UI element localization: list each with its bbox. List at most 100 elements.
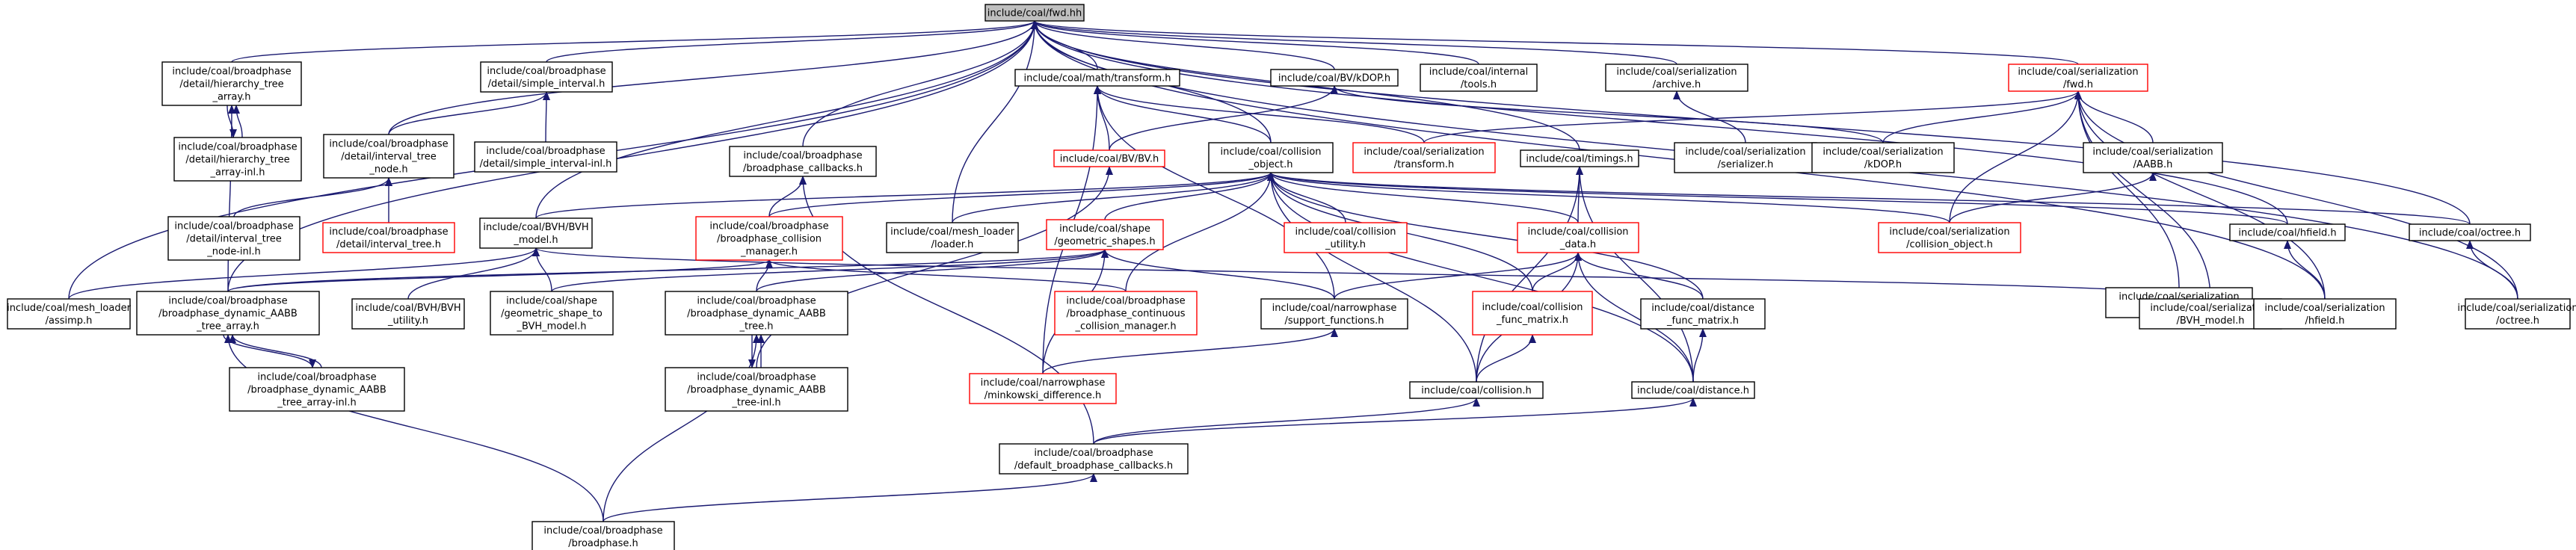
node-label-line: include/coal/narrowphase (981, 377, 1106, 389)
edge-bv-bv-to-math-transform (1094, 85, 1110, 151)
edge-hfield-to-collision-object (1267, 172, 2288, 225)
node-label-line: include/coal/BVH/BVH (355, 303, 460, 314)
node-hier-tree-array[interactable]: include/coal/broadphase/detail/hierarchy… (161, 61, 302, 106)
node-bvh-utility[interactable]: include/coal/BVH/BVH_utility.h (351, 298, 465, 330)
node-box (490, 291, 614, 336)
edge-support-functions-to-collision-data (1334, 252, 1582, 300)
edge-broadphase-h-to-default-bp-callbacks (603, 473, 1097, 522)
node-shape-to-bvh[interactable]: include/coal/shape/geometric_shape_to_BV… (490, 291, 614, 336)
node-minkowski[interactable]: include/coal/narrowphase/minkowski_diffe… (969, 373, 1117, 404)
node-simple-interval[interactable]: include/coal/broadphase/detail/simple_in… (480, 61, 613, 93)
edge-ser-hfield-to-hfield (2284, 240, 2326, 300)
node-mesh-assimp[interactable]: include/coal/mesh_loader/assimp.h (7, 298, 132, 330)
edge-default-bp-callbacks-to-distance-h (1093, 398, 1697, 445)
node-broadphase-h[interactable]: include/coal/broadphase/broadphase.h (531, 521, 675, 550)
node-box (1270, 69, 1399, 87)
node-math-transform[interactable]: include/coal/math/transform.h (1014, 69, 1180, 87)
node-box (1631, 381, 1755, 399)
node-ser-transform[interactable]: include/coal/serialization/transform.h (1352, 142, 1496, 173)
node-box (1811, 142, 1955, 173)
node-box (161, 61, 302, 106)
node-ser-serializer[interactable]: include/coal/serialization/serializer.h (1674, 142, 1817, 173)
node-bp-dyn-aabb-tree-array-inl[interactable]: include/coal/broadphase/broadphase_dynam… (229, 367, 405, 412)
node-timings[interactable]: include/coal/timings.h (1520, 149, 1639, 167)
edge-collision-h-to-collision-object (1267, 172, 1477, 383)
node-bvh-model[interactable]: include/coal/BVH/BVH_model.h (479, 217, 593, 249)
edge-bp-dyn-aabb-tree-array-inl-to-bp-dyn-aabb-tree-array (229, 334, 322, 368)
node-ser-archive[interactable]: include/coal/serialization/archive.h (1605, 64, 1748, 92)
node-ser-hfield[interactable]: include/coal/serialization/hfield.h (2253, 298, 2397, 330)
node-label-line: include/coal/broadphase (1034, 448, 1153, 459)
node-label-line: _model.h (513, 235, 558, 246)
node-label-line: include/coal/broadphase (329, 139, 448, 150)
nodes-layer: include/coal/fwd.hh include/coal/broadpha… (7, 4, 2576, 550)
node-box (969, 373, 1117, 404)
node-label-line: include/coal/broadphase (1066, 296, 1185, 307)
node-box (1640, 298, 1766, 330)
node-support-functions[interactable]: include/coal/narrowphase/support_functio… (1260, 298, 1408, 330)
node-label-line: include/coal/BV/BV.h (1060, 154, 1159, 165)
node-label-line: include/coal/mesh_loader (7, 303, 131, 314)
node-bv-bv[interactable]: include/coal/BV/BV.h (1053, 149, 1165, 167)
node-box (1674, 142, 1817, 173)
edges-layer (68, 20, 2518, 522)
edge-bp-callbacks-to-root (802, 20, 1038, 147)
node-collision-func-matrix[interactable]: include/coal/collision_func_matrix.h (1472, 291, 1593, 336)
node-label-line: include/coal/shape (1059, 223, 1150, 235)
node-ser-kdop[interactable]: include/coal/serialization/kDOP.h (1811, 142, 1955, 173)
node-collision-h[interactable]: include/coal/collision.h (1409, 381, 1544, 399)
node-collision-utility[interactable]: include/coal/collision_utility.h (1284, 222, 1408, 253)
node-collision-data[interactable]: include/coal/collision_data.h (1517, 222, 1639, 253)
node-distance-h[interactable]: include/coal/distance.h (1631, 381, 1755, 399)
node-label-line: /broadphase_collision (717, 234, 822, 245)
edge-bvh-utility-to-bvh-model (407, 247, 540, 300)
node-bp-dyn-aabb-tree[interactable]: include/coal/broadphase/broadphase_dynam… (665, 291, 848, 336)
node-bp-dyn-aabb-tree-inl[interactable]: include/coal/broadphase/broadphase_dynam… (665, 367, 848, 412)
node-box (2253, 298, 2397, 330)
edge-mesh-loader-to-root (952, 20, 1038, 223)
node-ser-octree[interactable]: include/coal/serialization/octree.h (2457, 298, 2576, 330)
edge-shape-to-bvh-to-shape-geometric (551, 249, 1109, 292)
node-collision-object[interactable]: include/coal/collision_object.h (1208, 142, 1334, 173)
edge-collision-h-to-collision-func-matrix (1476, 334, 1536, 383)
node-ser-fwd[interactable]: include/coal/serialization/fwd.h (2008, 64, 2148, 92)
node-simple-interval-inl[interactable]: include/coal/broadphase/detail/simple_in… (474, 141, 617, 173)
edge-simple-interval-to-root (546, 20, 1038, 63)
node-distance-func-matrix[interactable]: include/coal/distance_func_matrix.h (1640, 298, 1766, 330)
node-box (531, 521, 675, 550)
edge-ser-octree-to-octree (2466, 240, 2518, 300)
node-label-line: include/coal/collision (1527, 226, 1628, 238)
edge-bp-dyn-aabb-tree-array-to-bp-collision-manager (227, 259, 773, 292)
node-label-line: _BVH_model.h (516, 321, 586, 333)
node-label-line: /octree.h (2496, 315, 2539, 327)
node-octree[interactable]: include/coal/octree.h (2409, 223, 2531, 241)
node-label-line: include/coal/serialization (1685, 146, 1805, 158)
node-root[interactable]: include/coal/fwd.hh (985, 4, 1085, 22)
node-bv-kdop[interactable]: include/coal/BV/kDOP.h (1270, 69, 1399, 87)
node-label-line: include/coal/broadphase (743, 150, 862, 161)
node-bp-collision-manager[interactable]: include/coal/broadphase/broadphase_colli… (695, 216, 843, 261)
node-bp-dyn-aabb-tree-array[interactable]: include/coal/broadphase/broadphase_dynam… (136, 291, 320, 336)
node-ser-collision-object[interactable]: include/coal/serialization/collision_obj… (1878, 222, 2021, 253)
node-bp-continuous[interactable]: include/coal/broadphase/broadphase_conti… (1054, 291, 1198, 336)
node-interval-tree[interactable]: include/coal/broadphase/detail/interval_… (322, 222, 455, 253)
node-label-line: /broadphase.h (568, 538, 638, 549)
node-mesh-loader[interactable]: include/coal/mesh_loader/loader.h (886, 222, 1019, 253)
edge-collision-object-to-math-transform (1094, 85, 1272, 143)
node-hier-tree-array-inl[interactable]: include/coal/broadphase/detail/hierarchy… (173, 137, 302, 182)
node-ser-aabb[interactable]: include/coal/serialization/AABB.h (2083, 142, 2223, 173)
node-label-line: /broadphase_dynamic_AABB (687, 309, 826, 320)
node-interval-tree-node[interactable]: include/coal/broadphase/detail/interval_… (323, 134, 455, 179)
node-label-line: _node.h (369, 164, 407, 176)
node-shape-geometric[interactable]: include/coal/shape/geometric_shapes.h (1046, 219, 1164, 250)
edge-collision-h-to-timings (1476, 166, 1583, 383)
node-default-bp-callbacks[interactable]: include/coal/broadphase/default_broadpha… (999, 443, 1189, 475)
node-internal-tools[interactable]: include/coal/internal/tools.h (1420, 64, 1538, 92)
edge-bvh-model-to-root (535, 20, 1038, 219)
node-hfield[interactable]: include/coal/hfield.h (2229, 223, 2346, 241)
node-interval-tree-node-inl[interactable]: include/coal/broadphase/detail/interval_… (167, 216, 301, 261)
node-bp-callbacks[interactable]: include/coal/broadphase/broadphase_callb… (729, 146, 877, 177)
edge-broadphase-h-to-bp-dyn-aabb-tree (603, 334, 760, 522)
node-label-line: /broadphase_dynamic_AABB (687, 385, 826, 396)
node-label-line: include/coal/mesh_loader (890, 226, 1014, 238)
